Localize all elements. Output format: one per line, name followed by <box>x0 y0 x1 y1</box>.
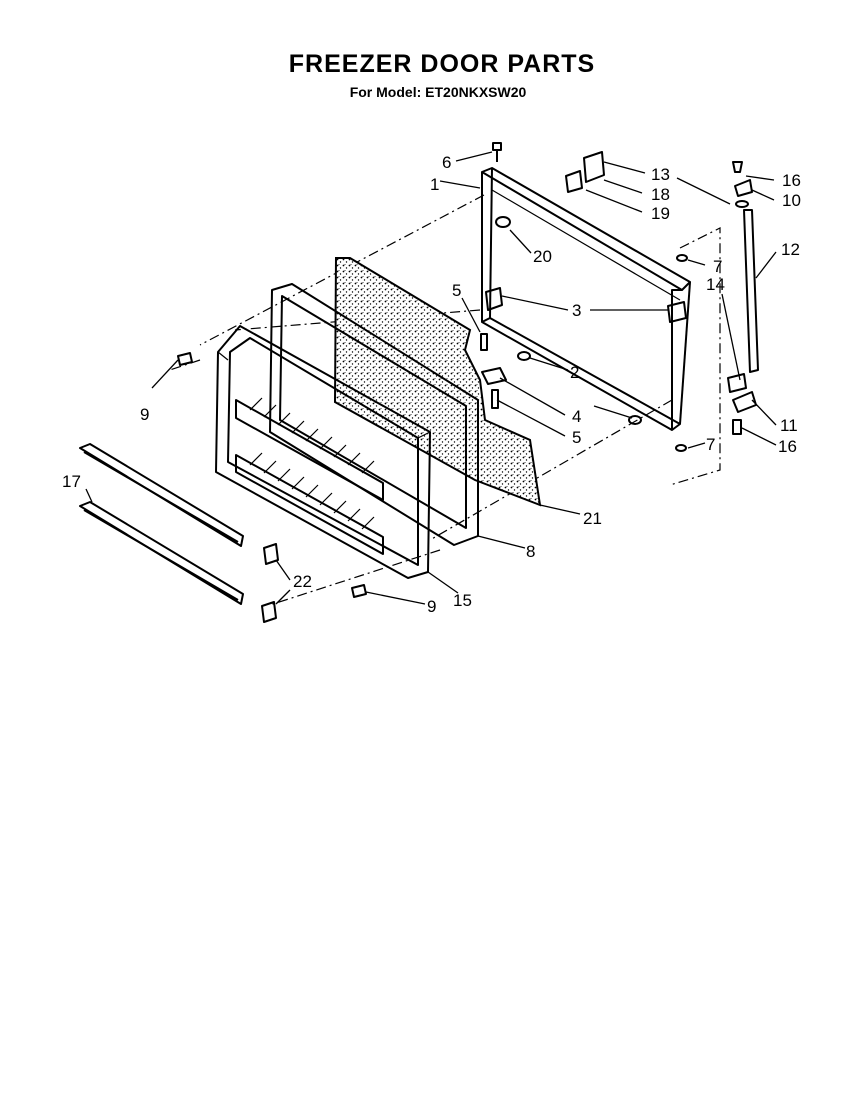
callout-16-bottom: 16 <box>778 437 797 456</box>
callout-3: 3 <box>572 301 581 320</box>
washer-7 <box>675 254 688 452</box>
screw-6 <box>492 142 502 162</box>
callout-numbers: 1 2 3 4 5 5 6 7 7 8 9 9 10 11 12 13 14 1… <box>62 153 801 616</box>
door-frame-part <box>481 167 691 431</box>
trim-strips-17 <box>79 443 244 605</box>
end-caps-22 <box>261 543 279 623</box>
callout-15: 15 <box>453 591 472 610</box>
callout-12: 12 <box>781 240 800 259</box>
callout-14: 14 <box>706 275 725 294</box>
callout-16-top: 16 <box>782 171 801 190</box>
callout-5-lower: 5 <box>572 428 581 447</box>
callout-2: 2 <box>570 363 579 382</box>
callout-9-left: 9 <box>140 405 149 424</box>
callout-7-lower: 7 <box>706 435 715 454</box>
diagram-title: FREEZER DOOR PARTS <box>288 50 596 78</box>
callout-22: 22 <box>293 572 312 591</box>
callout-1: 1 <box>430 175 439 194</box>
callout-21: 21 <box>583 509 602 528</box>
stop-2-and-4 <box>481 351 642 425</box>
foam-insulation-21 <box>333 257 542 507</box>
callout-18: 18 <box>651 185 670 204</box>
callout-5-upper: 5 <box>452 281 461 300</box>
hinge-pin-16-10 <box>732 161 753 208</box>
plug-20 <box>495 216 511 228</box>
rod-12 <box>743 209 759 373</box>
callout-9-bottom: 9 <box>427 597 436 616</box>
screw-9 <box>177 352 367 598</box>
bottom-hinge-14-11 <box>727 373 757 435</box>
callout-4: 4 <box>572 407 581 426</box>
screw-5 <box>480 333 488 351</box>
callout-19: 19 <box>651 204 670 223</box>
callout-8: 8 <box>526 542 535 561</box>
bracket-18-19 <box>565 151 605 193</box>
callout-7-upper: 7 <box>713 257 722 276</box>
hinge-bracket-3 <box>485 287 687 323</box>
callout-11: 11 <box>780 416 798 435</box>
callout-13: 13 <box>651 165 670 184</box>
callout-10: 10 <box>782 191 801 210</box>
shelf-ribs <box>235 397 384 555</box>
leader-lines <box>85 151 777 605</box>
callout-20: 20 <box>533 247 552 266</box>
callout-17: 17 <box>62 472 81 491</box>
model-subtitle: For Model: ET20NKXSW20 <box>349 84 527 100</box>
callout-6: 6 <box>442 153 451 172</box>
